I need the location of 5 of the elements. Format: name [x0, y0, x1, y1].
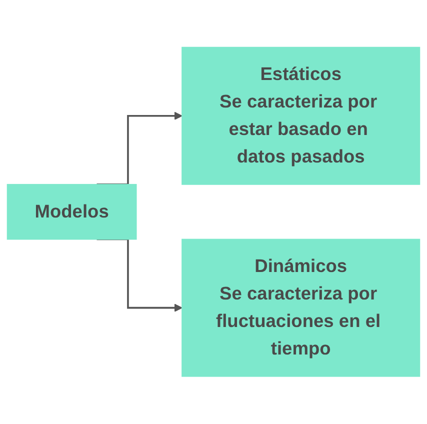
node-box: Modelos — [6, 184, 137, 240]
arrow — [96, 112, 182, 186]
arrow — [96, 238, 182, 312]
node-box: Estáticos Se caracteriza por estar basado en datos pasados — [182, 47, 420, 186]
node-box: Dinámicos Se caracteriza por fluctuaciones en el tiempo — [182, 238, 420, 377]
